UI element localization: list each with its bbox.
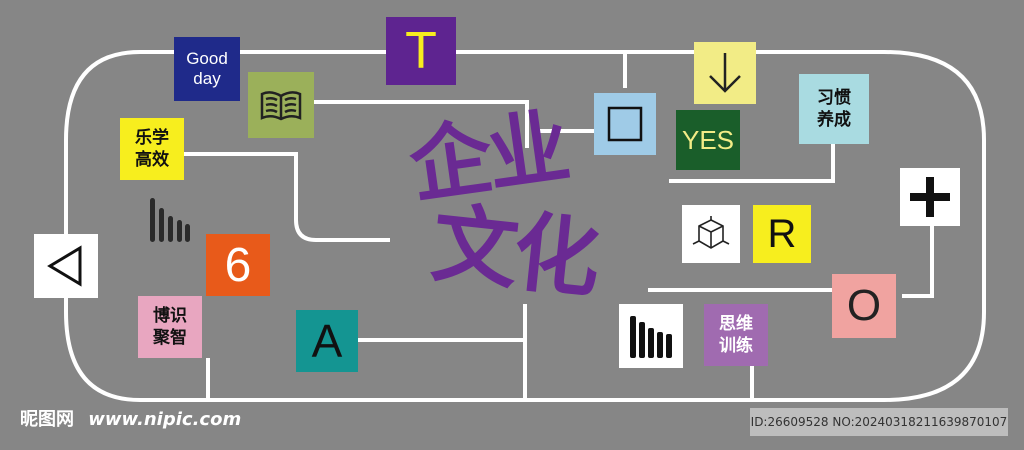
letter-t-tile: T: [386, 17, 456, 85]
number-six-tile: 6: [206, 234, 270, 296]
good-day-tile: Good day: [174, 37, 240, 101]
bar-chart-large-tile: [619, 304, 683, 368]
good-day-label: Good day: [186, 49, 228, 88]
site-name: 昵图网: [20, 409, 74, 430]
bar-chart-small: [144, 194, 194, 244]
title-line-1: 企业: [404, 99, 572, 216]
cube-tile: [682, 205, 740, 263]
letter-o: O: [846, 281, 882, 330]
letter-a: A: [311, 315, 343, 367]
bar-chart-icon: [630, 316, 672, 358]
wisdom-tile: 博识 聚智: [138, 296, 202, 358]
letter-t: T: [405, 22, 437, 80]
title-line-2: 文化: [427, 193, 601, 311]
bar-chart-icon: [150, 198, 190, 242]
book-icon: [260, 91, 302, 121]
yes-tile: YES: [676, 110, 740, 170]
plus-tile: [900, 168, 960, 226]
square-outline-icon: [607, 106, 643, 142]
fun-learning-tile: 乐学 高效: [120, 118, 184, 180]
triangle-left-icon: [47, 245, 82, 287]
thinking-label: 思维 训练: [719, 314, 753, 356]
arrow-down-tile: [694, 42, 756, 104]
letter-r: R: [767, 211, 797, 256]
branch-plus: [902, 224, 934, 298]
fun-learning-label: 乐学 高效: [135, 128, 169, 170]
branch-habit: [669, 138, 835, 183]
square-tile: [594, 93, 656, 155]
letter-o-tile: O: [832, 274, 896, 338]
branch-top: [314, 100, 529, 148]
site-url: www.nipic.com: [88, 409, 242, 430]
watermark-left: 昵图网 www.nipic.com: [20, 405, 241, 431]
image-id-badge: ID:26609528 NO:20240318211639870107: [750, 408, 1008, 436]
habit-label: 习惯 养成: [817, 88, 851, 130]
branch-fun-learning: [182, 152, 390, 242]
cube-icon: [692, 216, 730, 249]
number-six: 6: [224, 238, 252, 292]
image-id: ID:26609528 NO:20240318211639870107: [750, 415, 1008, 429]
yes-label: YES: [681, 124, 735, 155]
book-tile: [248, 72, 314, 138]
habit-tile: 习惯 养成: [799, 74, 869, 144]
plus-icon: [910, 177, 950, 217]
letter-a-tile: A: [296, 310, 358, 372]
triangle-tile: [34, 234, 98, 298]
arrow-down-icon: [709, 53, 741, 93]
letter-r-tile: R: [753, 205, 811, 263]
outer-track: [64, 50, 986, 402]
title-block: 企业 文化: [398, 100, 628, 312]
thinking-tile: 思维 训练: [704, 304, 768, 366]
wisdom-label: 博识 聚智: [153, 306, 187, 348]
